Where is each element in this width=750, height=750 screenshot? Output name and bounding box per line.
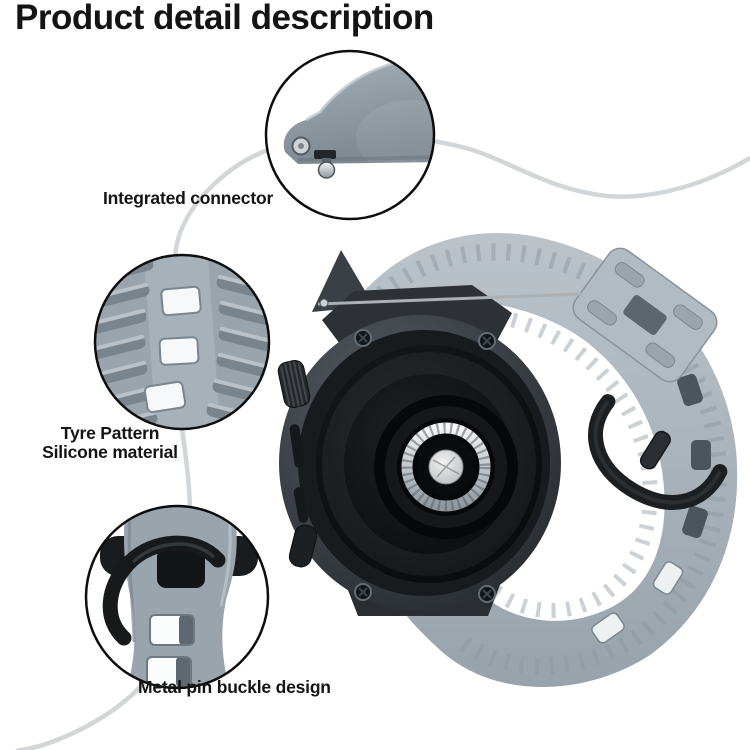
heart-rate-sensor (401, 422, 491, 512)
watch-screw (354, 329, 372, 347)
watch-crown (277, 359, 311, 409)
tyre-holes (143, 285, 202, 414)
tyre-closeup (95, 255, 269, 429)
watch-screw (478, 332, 496, 350)
page-title: Product detail description (15, 0, 434, 37)
callout-tyre (93, 253, 271, 431)
strap-keeper-loop (572, 247, 718, 383)
watch-back (277, 250, 583, 616)
label-tyre-line1: Tyre Pattern (60, 423, 160, 443)
connector-closeup (283, 58, 434, 179)
label-tyre-line2: Silicone material (42, 442, 178, 462)
label-metal-pin-buckle: Metal pin buckle design (138, 677, 331, 697)
spring-bar (317, 292, 583, 306)
strap-tread-outer (345, 243, 727, 675)
label-integrated-connector: Integrated connector (103, 188, 274, 208)
callout-circle-border (93, 253, 271, 431)
strap-holes (591, 373, 711, 644)
case-groove (293, 487, 309, 523)
case-groove (289, 424, 305, 468)
callout-connector (264, 49, 436, 221)
strap-buckle (588, 394, 728, 510)
watch-screw (354, 583, 372, 601)
callout-circle-border (84, 504, 270, 690)
spring-bar-screw (319, 298, 329, 308)
watch-strap (345, 232, 738, 688)
watch-screw (478, 585, 496, 603)
buckle-closeup (100, 506, 258, 688)
callout-buckle (84, 504, 270, 690)
label-tyre-pattern: Tyre Pattern Silicone material (20, 424, 200, 462)
callout-circle-border (264, 49, 436, 221)
watch-side-button (288, 524, 318, 568)
